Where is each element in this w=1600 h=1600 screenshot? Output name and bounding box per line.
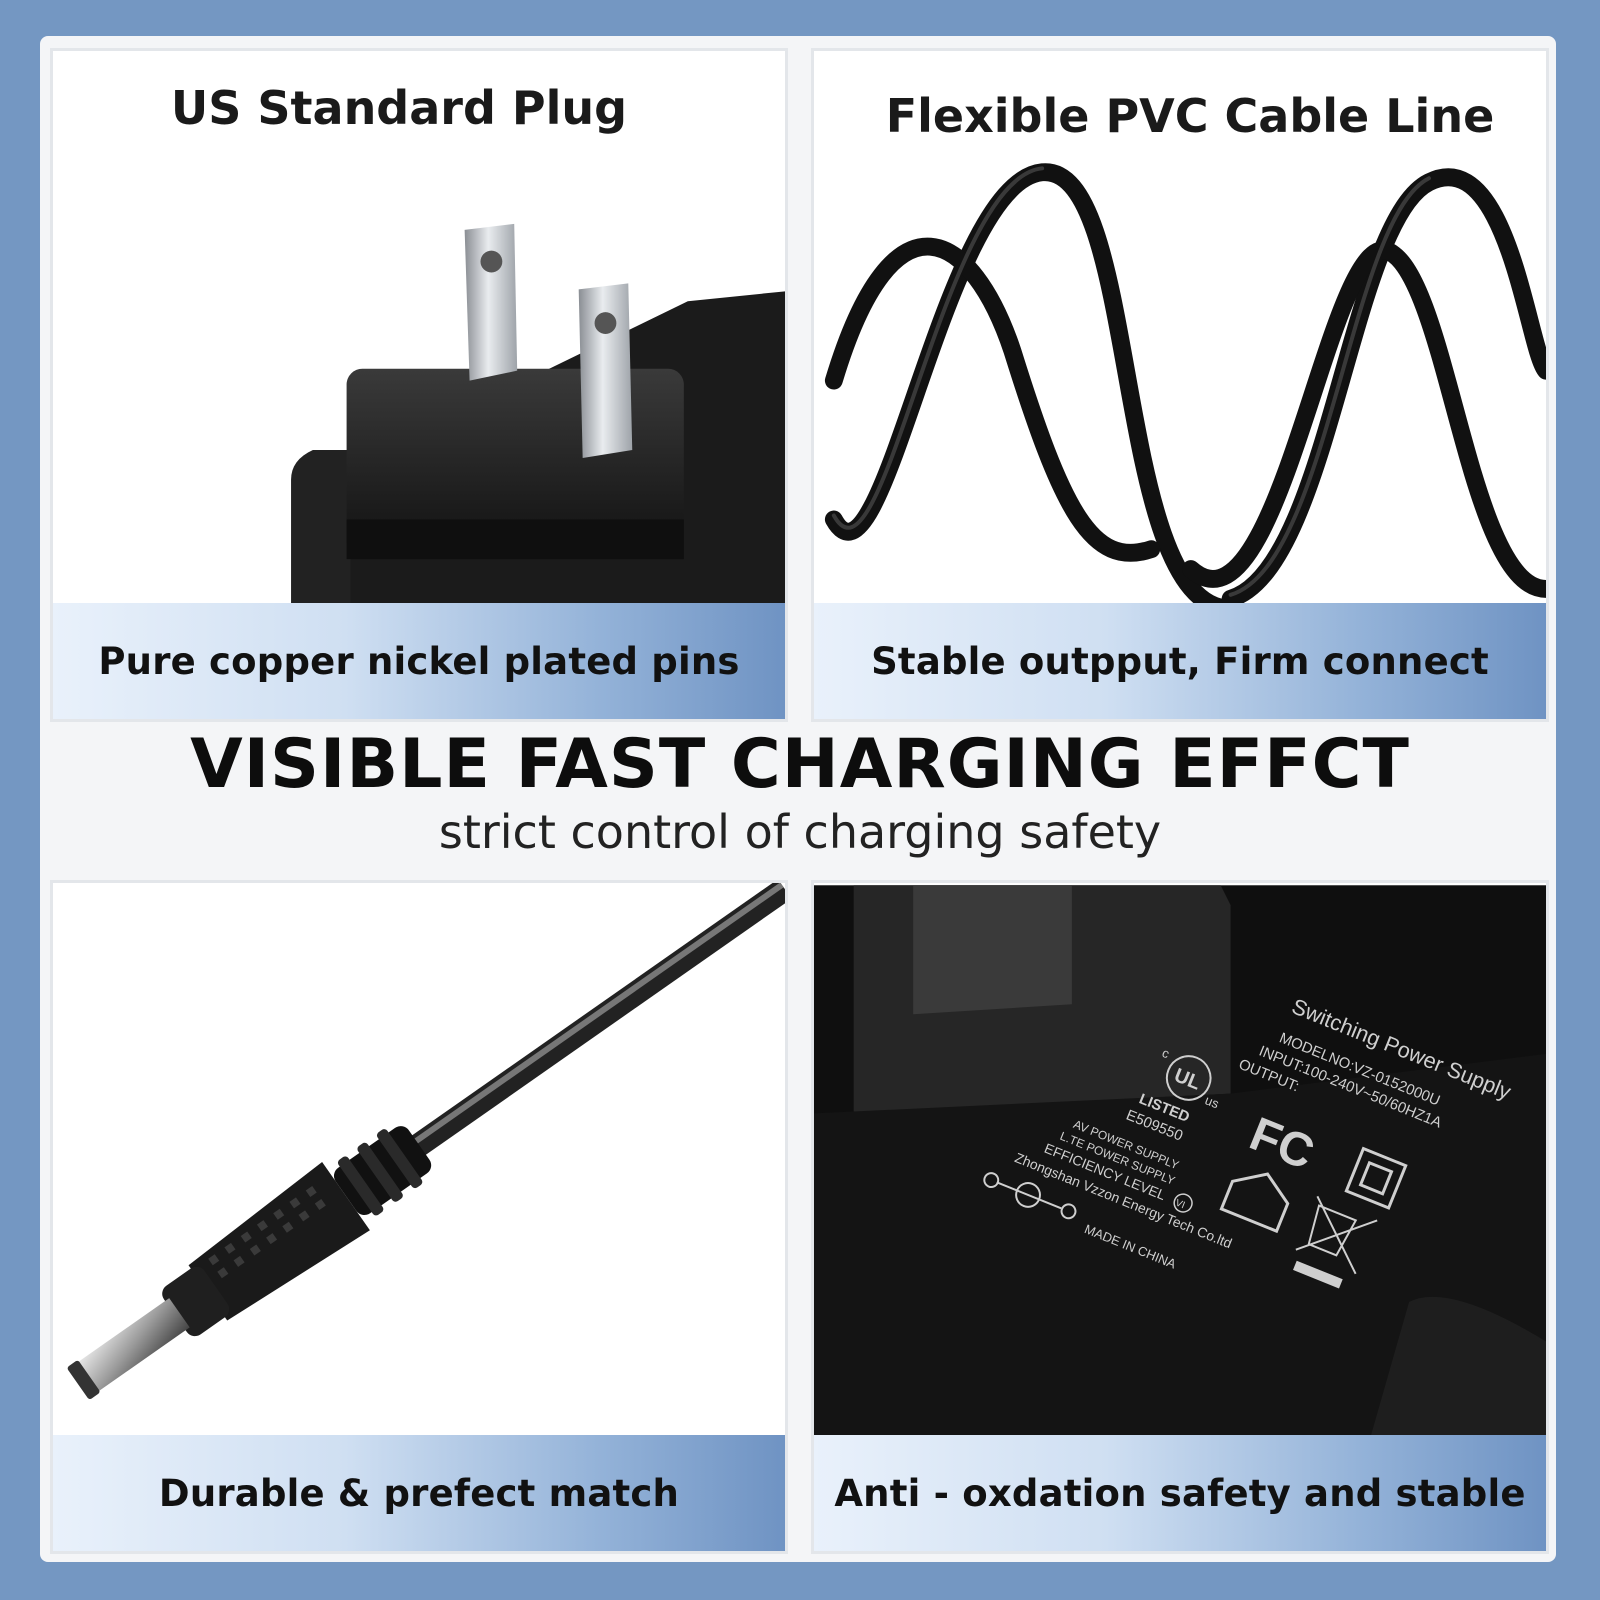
plug-title: US Standard Plug bbox=[170, 81, 628, 135]
panel-us-plug: US Standard Plug Pure copper nickel plat… bbox=[50, 48, 788, 722]
label-caption: Anti - oxdation safety and stable bbox=[814, 1435, 1546, 1551]
plug-caption: Pure copper nickel plated pins bbox=[53, 603, 785, 719]
adapter-label-illustration: Switching Power Supply MODELNO:VZ-015200… bbox=[814, 885, 1546, 1441]
headline: VISIBLE FAST CHARGING EFFCT bbox=[190, 725, 1410, 804]
ul-us: us bbox=[1203, 1092, 1221, 1111]
connector-caption: Durable & prefect match bbox=[53, 1435, 785, 1551]
cable-title: Flexible PVC Cable Line bbox=[885, 89, 1495, 143]
dc-connector-illustration bbox=[67, 883, 785, 1399]
cable-caption: Stable outpput, Firm connect bbox=[814, 603, 1546, 719]
panel-dc-connector: Durable & prefect match bbox=[50, 880, 788, 1554]
plug-illustration bbox=[291, 223, 785, 609]
panel-adapter-label: Switching Power Supply MODELNO:VZ-015200… bbox=[811, 880, 1549, 1554]
coiled-cable-illustration bbox=[824, 163, 1546, 611]
panel-pvc-cable: Flexible PVC Cable Line Stable outpput, … bbox=[811, 48, 1549, 722]
efficiency-level: VI bbox=[1174, 1198, 1187, 1212]
subheadline: strict control of charging safety bbox=[438, 805, 1162, 859]
